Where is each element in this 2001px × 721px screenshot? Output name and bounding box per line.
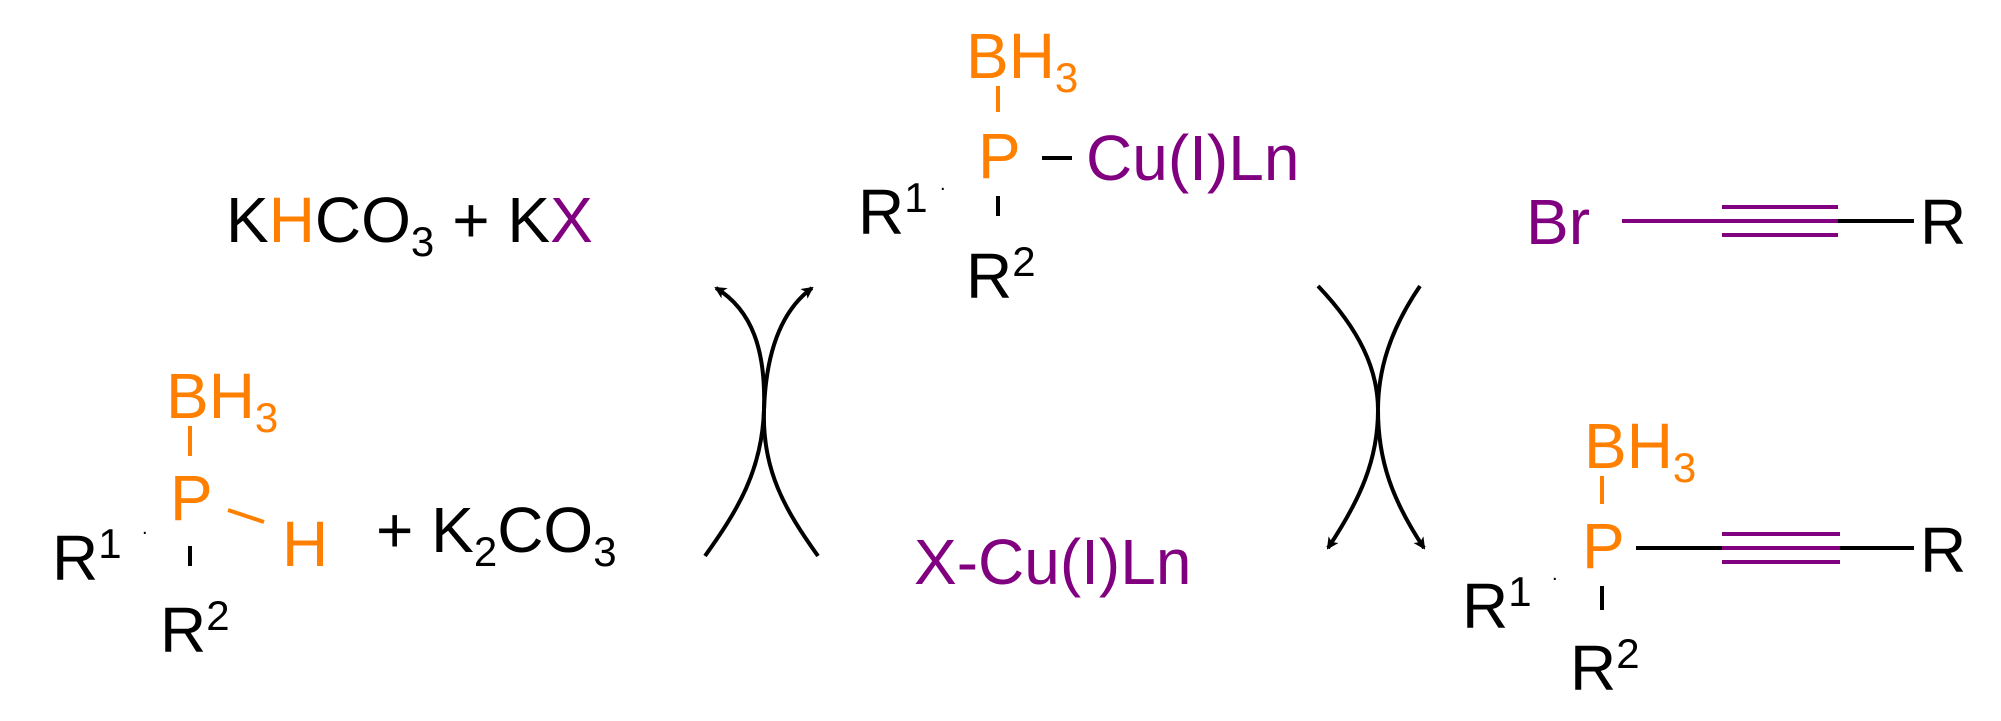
bromine-label: Br <box>1526 186 1590 258</box>
r1-substituent-product: R1 <box>1462 568 1532 642</box>
right-arrow-right <box>1375 284 1426 550</box>
potassium-bicarbonate-plus-kx: KHCO3+ KX <box>226 184 593 265</box>
bromoalkyne-reagent: Br R <box>1526 186 1966 258</box>
borane-label-substrate: BH3 <box>166 360 278 441</box>
left-arrow-outer <box>703 286 767 558</box>
potassium-carbonate-label: + K2CO3 <box>376 494 617 575</box>
copper-halide-catalyst: X-Cu(I)Ln <box>914 526 1191 598</box>
stereo-dot: . <box>940 173 946 195</box>
product-r-group-label: R <box>1920 514 1966 586</box>
left-reaction-arrows <box>703 286 820 558</box>
phosphorus-label: P <box>978 120 1021 192</box>
r2-substituent: R2 <box>966 238 1036 312</box>
r2-substituent-substrate: R2 <box>160 592 230 666</box>
p-h-bond <box>227 508 265 524</box>
copper-ligand-label: Cu(I)Ln <box>1086 122 1299 194</box>
borane-label: BH3 <box>966 20 1078 101</box>
r-group-label: R <box>1920 186 1966 258</box>
phosphine-borane-substrate: BH3 P H R1 . R2 <box>52 360 328 666</box>
stereo-dot-substrate: . <box>142 517 148 539</box>
alkynylphosphine-borane-product: BH3 P R R1 . R2 <box>1462 410 1966 704</box>
r1-substituent-substrate: R1 <box>52 520 122 594</box>
right-arrow-left <box>1316 284 1381 550</box>
stereo-dot-product: . <box>1552 563 1558 585</box>
phosphorus-label-product: P <box>1582 510 1625 582</box>
base-potassium-carbonate: + K2CO3 <box>376 494 617 575</box>
byproducts-khco3-kx: KHCO3+ KX <box>226 184 593 265</box>
borane-label-product: BH3 <box>1584 410 1696 491</box>
left-arrow-inner <box>761 286 820 558</box>
phosphine-copper-complex: BH3 P Cu(I)Ln R1 . R2 <box>858 20 1299 312</box>
r2-substituent-product: R2 <box>1570 630 1640 704</box>
hydrogen-label: H <box>282 508 328 580</box>
right-reaction-arrows <box>1316 284 1426 550</box>
phosphorus-label-substrate: P <box>170 462 213 534</box>
r1-substituent: R1 <box>858 174 928 248</box>
